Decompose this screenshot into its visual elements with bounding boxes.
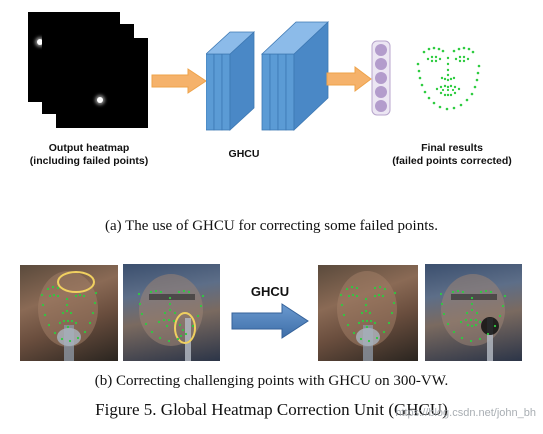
ghcu-label: GHCU [228,148,260,160]
ghcu-network [206,21,330,131]
heatmap-label-line2: (including failed points) [29,155,149,167]
heatmap-label-line1: Output heatmap [48,142,130,154]
cnn-block-1 [206,31,256,131]
cnn-block-2 [260,21,330,131]
caption-a: (a) The use of GHCU for correcting some … [105,218,438,234]
result-label-line1: Final results [421,142,483,154]
result-label: Final results (failed points corrected) [372,142,532,168]
face-photo-before-1 [20,265,118,361]
ghcu-arrow-label: GHCU [250,284,290,299]
result-label-line2: (failed points corrected) [392,155,512,167]
face-photo-after-1 [318,265,418,361]
heatmap-stack [28,12,148,130]
blue-arrow-icon [231,303,309,339]
output-nodes [371,40,391,116]
orange-arrow-icon [151,68,207,94]
face-photo-after-2 [425,264,522,361]
orange-arrow-icon-2 [326,66,372,92]
face-photo-before-2 [123,264,220,361]
heatmap-label: Output heatmap (including failed points) [0,142,178,168]
highlight-ellipse-2 [174,312,196,344]
figure-caption: Figure 5. Global Heatmap Correction Unit… [95,400,448,419]
highlight-ellipse [57,271,95,293]
landmark-face-icon [416,46,481,111]
watermark: https://blog.csdn.net/john_bh [395,407,536,419]
heatmap-layer-3 [56,38,148,128]
caption-b: (b) Correcting challenging points with G… [94,373,449,389]
